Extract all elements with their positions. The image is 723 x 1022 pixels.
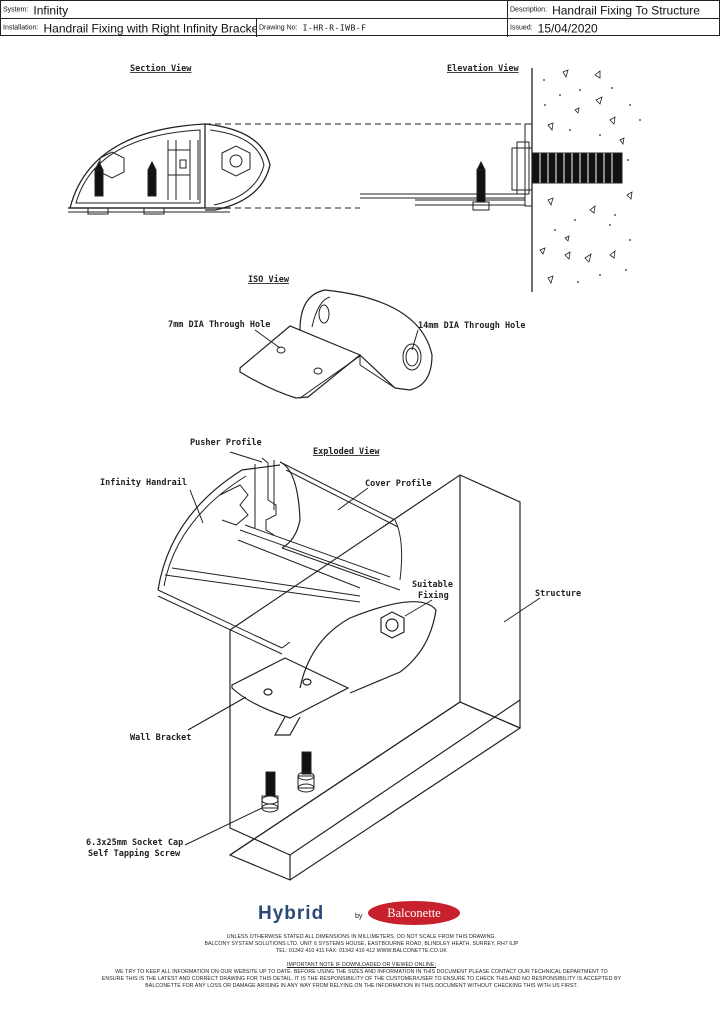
issued-label: Issued:	[510, 24, 533, 32]
screw-label-2: Self Tapping Screw	[88, 848, 181, 859]
installation-label: Installation:	[3, 24, 39, 32]
cover-profile-part: Cover Profile	[279, 461, 432, 591]
footer-line-2: BALCONY SYSTEM SOLUTIONS LTD. UNIT 6 SYS…	[204, 941, 519, 947]
footer-line-5: WE TRY TO KEEP ALL INFORMATION ON OUR WE…	[115, 969, 608, 975]
exploded-view-title: Exploded View	[313, 446, 380, 457]
wall-bracket-part: Wall Bracket	[130, 601, 437, 743]
structure-block	[228, 474, 522, 881]
drawing-no-cell: Drawing No: I-HR-R-IWB-F	[257, 19, 508, 37]
elevation-view-title: Elevation View	[447, 63, 520, 74]
installation-cell: Installation: Handrail Fixing with Right…	[1, 19, 257, 37]
elevation-view-drawing: Elevation View	[360, 63, 641, 292]
infinity-handrail-label: Infinity Handrail	[100, 477, 187, 488]
structure-label: Structure	[535, 589, 581, 599]
infinity-handrail-part	[157, 464, 391, 655]
title-block: System: Infinity Description: Handrail F…	[0, 0, 720, 37]
issued-cell: Issued: 15/04/2020	[508, 19, 720, 37]
system-cell: System: Infinity	[1, 1, 508, 19]
suitable-fixing-label-2: Fixing	[418, 590, 449, 601]
socket-cap-screws	[184, 751, 315, 846]
footer-line-4: IMPORTANT NOTE IF DOWNLOADED OR VIEWED O…	[287, 962, 436, 968]
pusher-profile-part: Pusher Profile	[190, 437, 277, 536]
section-view-drawing: Section View	[68, 63, 525, 215]
system-value: Infinity	[33, 3, 69, 18]
description-label: Description:	[510, 6, 547, 14]
installation-value: Handrail Fixing with Right Infinity Brac…	[43, 21, 257, 36]
footer-line-1: UNLESS OTHERWISE STATED ALL DIMENSIONS I…	[226, 934, 497, 940]
wall-bracket-label: Wall Bracket	[130, 733, 191, 743]
hole-7mm-label: 7mm DIA Through Hole	[168, 320, 270, 330]
hole-14mm-label: 14mm DIA Through Hole	[418, 321, 525, 331]
footer-line-6: ENSURE THIS IS THE LATEST AND CORRECT DR…	[101, 976, 622, 982]
section-view-title: Section View	[130, 63, 192, 74]
issued-value: 15/04/2020	[537, 21, 598, 36]
cover-profile-label: Cover Profile	[365, 478, 432, 489]
iso-view-title: ISO View	[248, 274, 290, 285]
footer-line-3: TEL: 01342 410 411 FAX: 01342 410 412 WW…	[276, 948, 447, 954]
iso-view-drawing: ISO View 7mm DIA Through Hole 14mm DIA T…	[168, 274, 525, 399]
description-cell: Description: Handrail Fixing To Structur…	[508, 1, 720, 19]
footer-line-7: BALCONETTE FOR ANY LOSS OR DAMAGE ARISIN…	[145, 983, 578, 989]
logo-by-text: by	[355, 913, 363, 920]
drawing-no-value: I-HR-R-IWB-F	[302, 23, 367, 33]
pusher-profile-label: Pusher Profile	[190, 437, 262, 448]
system-label: System:	[3, 6, 29, 14]
balconette-logo: Balconette	[368, 901, 460, 925]
exploded-view-drawing: Exploded View	[86, 437, 581, 881]
description-value: Handrail Fixing To Structure	[552, 3, 700, 18]
suitable-fixing-label-1: Suitable	[412, 579, 453, 590]
hybrid-logo: Hybrid	[258, 903, 325, 924]
drawing-no-label: Drawing No:	[259, 24, 298, 32]
screw-label-1: 6.3x25mm Socket Cap	[86, 838, 183, 848]
